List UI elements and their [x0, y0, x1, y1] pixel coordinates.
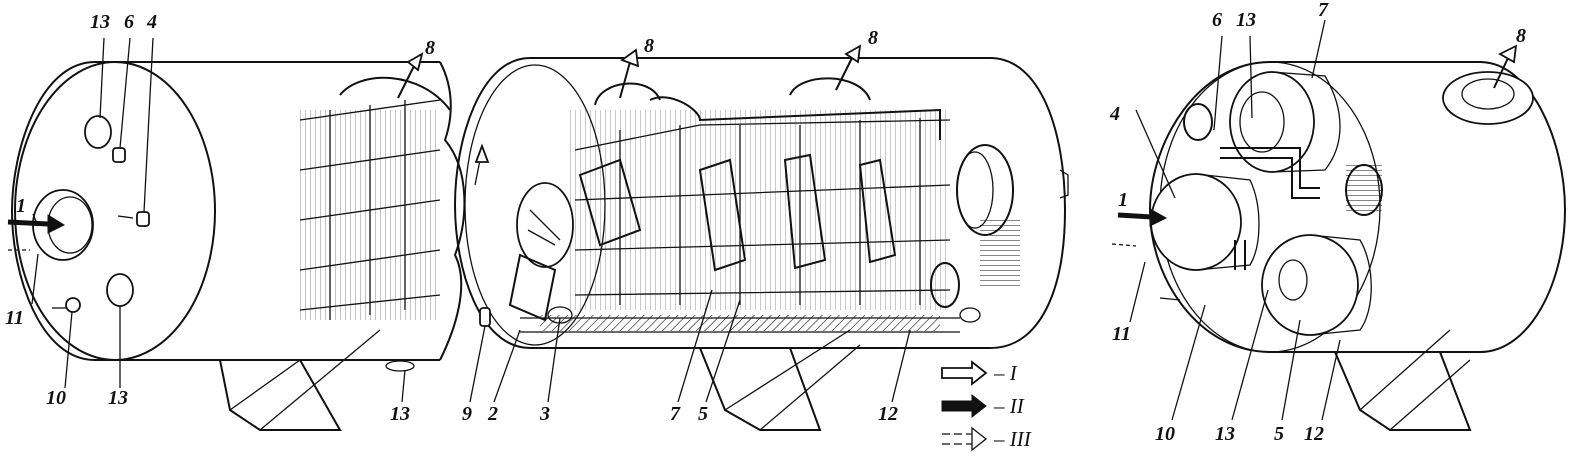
callout-left-4: 4 — [146, 11, 157, 33]
callout-labels: 13 6 4 8 1 11 10 13 13 9 2 3 7 5 12 8 8 … — [5, 0, 1526, 445]
dashed-arrow-icon — [942, 426, 988, 452]
hollow-arrow-icon — [941, 360, 988, 386]
legend-item-dashed: – III — [942, 426, 1032, 452]
callout-mid-3: 3 — [539, 403, 550, 425]
svg-text:– I: – I — [993, 361, 1018, 385]
left-outlet-8-arrow-icon — [397, 52, 424, 99]
right-vessel — [1111, 44, 1567, 431]
svg-text:– II: – II — [993, 394, 1025, 418]
solid-arrow-icon — [941, 393, 987, 419]
callout-right-1: 1 — [1118, 189, 1128, 211]
middle-outlet-8-right-arrow-icon — [835, 44, 862, 91]
middle-vessel — [453, 44, 1069, 431]
callout-right-7: 7 — [1318, 0, 1329, 21]
callout-mid-13: 13 — [390, 403, 410, 425]
left-vessel — [7, 52, 466, 431]
callout-right-10: 10 — [1155, 423, 1175, 445]
left-nozzle-4-icon — [136, 211, 150, 227]
callout-right-12: 12 — [1304, 423, 1324, 445]
left-nozzle-6-icon — [112, 147, 126, 163]
callout-right-11: 11 — [1112, 323, 1131, 345]
callout-right-6: 6 — [1212, 9, 1222, 31]
callout-leaders — [31, 19, 1341, 421]
callout-right-8: 8 — [1516, 25, 1526, 47]
callout-mid-8-right: 8 — [868, 27, 878, 49]
flow-legend: – I – II – III — [941, 360, 1032, 452]
callout-right-13-top: 13 — [1236, 9, 1256, 31]
right-outlet-8-collar-icon — [1442, 71, 1534, 125]
left-nozzle-13-bottom-icon — [106, 273, 134, 307]
callout-mid-12: 12 — [878, 403, 898, 425]
legend-item-hollow: – I — [941, 360, 1018, 386]
left-inlet-arrow-icon — [7, 214, 66, 234]
callout-left-10: 10 — [46, 387, 66, 409]
callout-mid-7: 7 — [670, 403, 681, 425]
middle-outlet-8-left-arrow-icon — [619, 48, 640, 99]
callout-left-11: 11 — [5, 307, 24, 329]
callout-right-13-bottom: 13 — [1215, 423, 1235, 445]
legend-item-solid: – II — [941, 393, 1025, 419]
callout-mid-8-left: 8 — [644, 35, 654, 57]
right-chamber-5-icon — [1261, 234, 1359, 336]
callout-mid-9: 9 — [462, 403, 472, 425]
callout-left-6: 6 — [124, 11, 134, 33]
callout-left-13-bottom: 13 — [108, 387, 128, 409]
svg-text:– III: – III — [993, 427, 1032, 451]
callout-right-4: 4 — [1109, 103, 1120, 125]
callout-left-1: 1 — [16, 195, 26, 217]
callout-left-13-top: 13 — [90, 11, 110, 33]
right-chamber-1-icon — [1150, 173, 1242, 271]
left-nozzle-10-icon — [65, 297, 81, 313]
callout-right-5: 5 — [1274, 423, 1284, 445]
left-nozzle-13-top-icon — [84, 115, 112, 149]
callout-mid-5: 5 — [698, 403, 708, 425]
callout-left-8: 8 — [425, 37, 435, 59]
right-outlet-8-arrow-icon — [1493, 44, 1518, 89]
callout-mid-2: 2 — [487, 403, 498, 425]
